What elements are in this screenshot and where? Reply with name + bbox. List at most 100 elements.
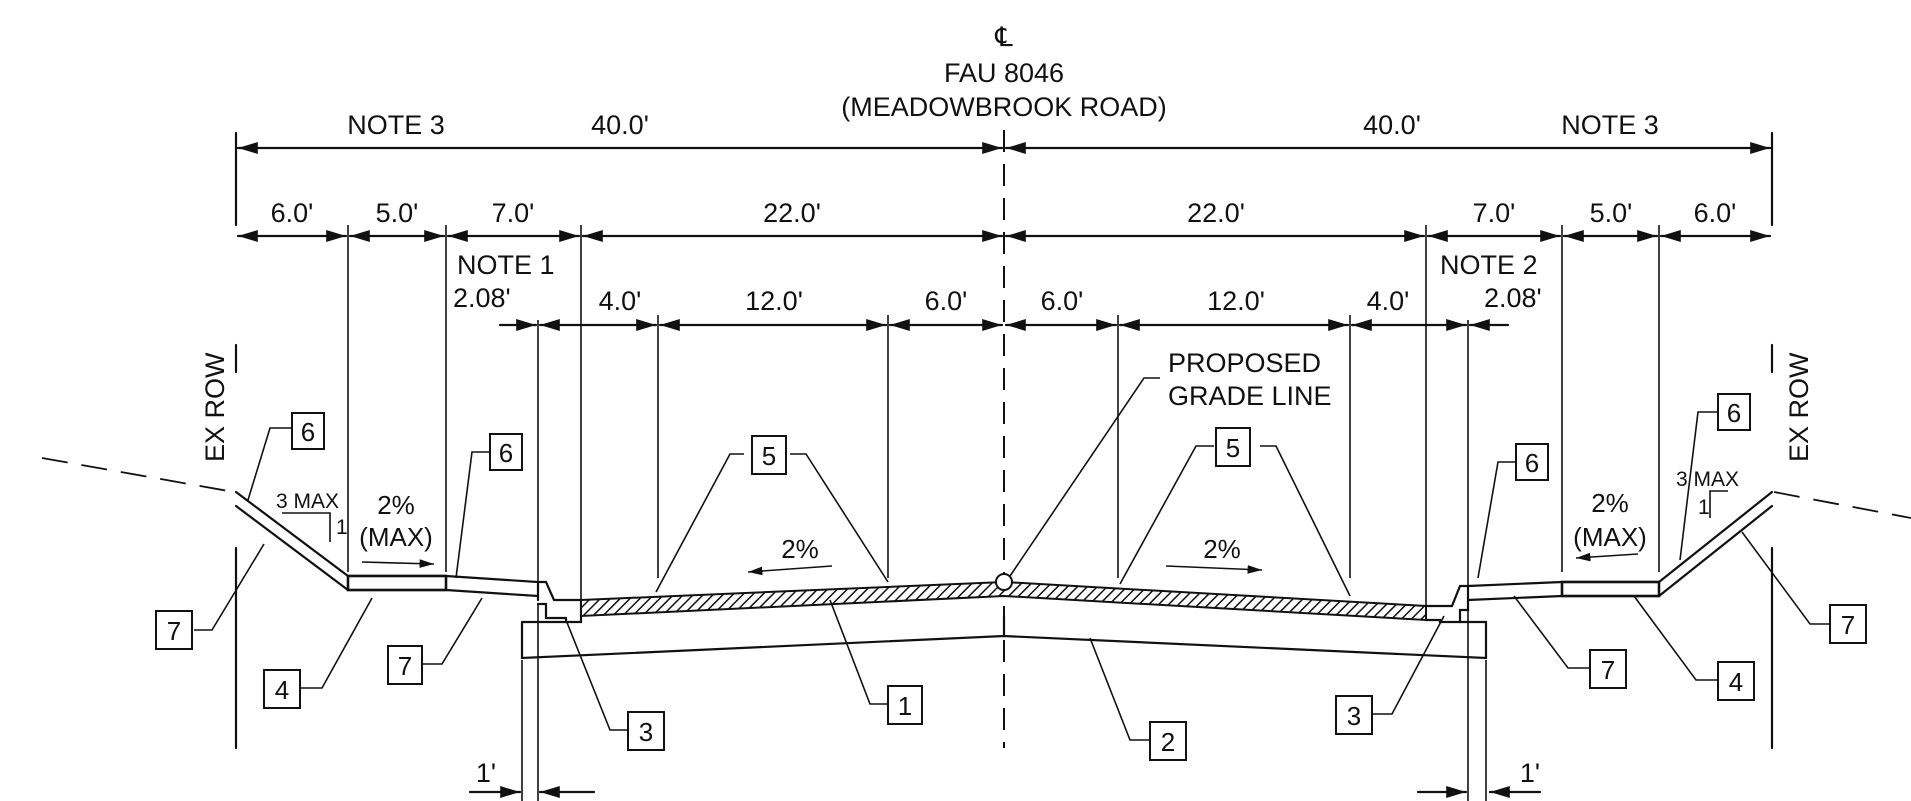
proposed-leader	[1009, 377, 1160, 577]
svg-text:3: 3	[1347, 701, 1361, 731]
ratio-left: 3 MAX	[276, 490, 339, 513]
dim-lane-right-6: 6.0'	[1041, 286, 1084, 316]
dim-right-5: 5.0'	[1590, 198, 1633, 228]
callout-1: 1	[887, 685, 923, 725]
callout-7-right-outer: 7	[1829, 604, 1867, 644]
dim-right-6: 6.0'	[1694, 198, 1737, 228]
left-half-width: 40.0'	[591, 110, 649, 140]
leader-6-right-mid	[1477, 461, 1516, 579]
note1-label: NOTE 1	[457, 250, 555, 280]
callout-3-left: 3	[627, 711, 665, 751]
leader-6-right-top	[1679, 411, 1718, 561]
ratio-left-one: 1	[336, 516, 348, 539]
callout-4-right: 4	[1717, 661, 1755, 701]
leader-7-right-inner	[1513, 595, 1590, 669]
dim-right-7: 7.0'	[1473, 198, 1516, 228]
right-curb	[1424, 584, 1470, 624]
sidewalk-max-left: (MAX)	[359, 522, 433, 552]
svg-text:7: 7	[167, 616, 181, 646]
leader-7-left-outer	[194, 543, 265, 631]
leader-5-left-a	[655, 453, 744, 593]
leader-5-right-b	[1260, 445, 1351, 597]
svg-text:5: 5	[762, 441, 776, 471]
offset-right-label: 1'	[1520, 758, 1540, 788]
callout-6-right-top: 6	[1717, 393, 1751, 431]
leader-6-left-top	[247, 427, 292, 501]
gutter-left-dim: 2.08'	[453, 283, 511, 313]
left-note3-label: NOTE 3	[347, 110, 445, 140]
callout-5-right: 5	[1215, 427, 1251, 467]
callout-6-right-mid: 6	[1515, 443, 1549, 481]
existing-ground-right	[1773, 491, 1911, 519]
svg-text:6: 6	[499, 438, 513, 468]
sidewalk-slope-arrow-left	[361, 559, 435, 568]
callout-7-left-outer: 7	[155, 610, 193, 650]
leader-5-right-a	[1119, 445, 1214, 585]
svg-text:6: 6	[1525, 448, 1539, 478]
existing-ground-left	[41, 457, 235, 493]
leader-2	[1089, 637, 1150, 741]
note2-label: NOTE 2	[1440, 250, 1538, 280]
route-number: FAU 8046	[944, 58, 1064, 88]
svg-text:7: 7	[1841, 610, 1855, 640]
pavement-slope-arrow-right	[1165, 565, 1263, 574]
ex-row-left-label: EX ROW	[200, 352, 230, 462]
callout-6-left-mid: 6	[489, 433, 523, 471]
callout-7-right-inner: 7	[1589, 649, 1627, 689]
ratio-right: 3 MAX	[1676, 468, 1739, 491]
dim-left-22: 22.0'	[763, 198, 821, 228]
dim-left-7: 7.0'	[492, 198, 535, 228]
pavement-slope-right: 2%	[1203, 534, 1241, 564]
leader-4-left	[300, 597, 373, 689]
leader-5-left-b	[790, 453, 889, 583]
road-name: (MEADOWBROOK ROAD)	[841, 92, 1167, 122]
proposed-label-line1: PROPOSED	[1168, 348, 1321, 378]
pavement-slope-arrow-left	[747, 565, 833, 576]
svg-text:3: 3	[639, 717, 653, 747]
dim-lane-right-4: 4.0'	[1367, 286, 1410, 316]
dim-left-5: 5.0'	[376, 198, 419, 228]
svg-text:4: 4	[1729, 667, 1743, 697]
left-sidewalk	[346, 574, 448, 592]
dim-lane-left-6: 6.0'	[925, 286, 968, 316]
callout-5-left: 5	[751, 435, 787, 475]
pavement-slope-left: 2%	[781, 534, 819, 564]
centerline-symbol: ℄	[994, 22, 1013, 52]
sidewalk-slope-arrow-right	[1575, 552, 1639, 562]
svg-text:2: 2	[1161, 727, 1175, 757]
svg-text:7: 7	[1601, 655, 1615, 685]
callout-2: 2	[1149, 721, 1187, 761]
right-sidewalk	[1560, 580, 1661, 598]
sidewalk-slope-right: 2%	[1591, 488, 1629, 518]
callout-3-right: 3	[1335, 695, 1373, 735]
leader-4-right	[1633, 595, 1718, 681]
sidewalk-slope-left: 2%	[377, 490, 415, 520]
right-half-width: 40.0'	[1363, 110, 1421, 140]
dim-right-22: 22.0'	[1187, 198, 1245, 228]
grade-point-marker	[995, 573, 1013, 591]
proposed-label-line2: GRADE LINE	[1168, 381, 1332, 411]
gutter-right-dim: 2.08'	[1484, 283, 1542, 313]
ex-row-right-label: EX ROW	[1784, 352, 1814, 462]
right-note3-label: NOTE 3	[1561, 110, 1659, 140]
leader-6-left-mid	[455, 451, 490, 579]
offset-left-label: 1'	[476, 758, 496, 788]
leader-3-right	[1370, 615, 1445, 715]
leader-3-left	[565, 619, 628, 731]
svg-text:4: 4	[275, 675, 289, 705]
callout-6-left-top: 6	[291, 412, 325, 450]
dim-lane-left-12: 12.0'	[745, 286, 803, 316]
callout-4-left: 4	[263, 669, 301, 709]
sidewalk-max-right: (MAX)	[1573, 522, 1647, 552]
svg-text:6: 6	[301, 417, 315, 447]
subbase-course	[520, 620, 1488, 660]
ratio-right-triangle	[1709, 490, 1728, 518]
ratio-left-triangle	[282, 512, 331, 542]
svg-text:5: 5	[1226, 433, 1240, 463]
svg-text:1: 1	[898, 691, 912, 721]
left-curb	[536, 580, 583, 624]
ratio-right-one: 1	[1698, 496, 1710, 519]
dim-lane-left-4: 4.0'	[599, 286, 642, 316]
dim-left-6: 6.0'	[271, 198, 314, 228]
